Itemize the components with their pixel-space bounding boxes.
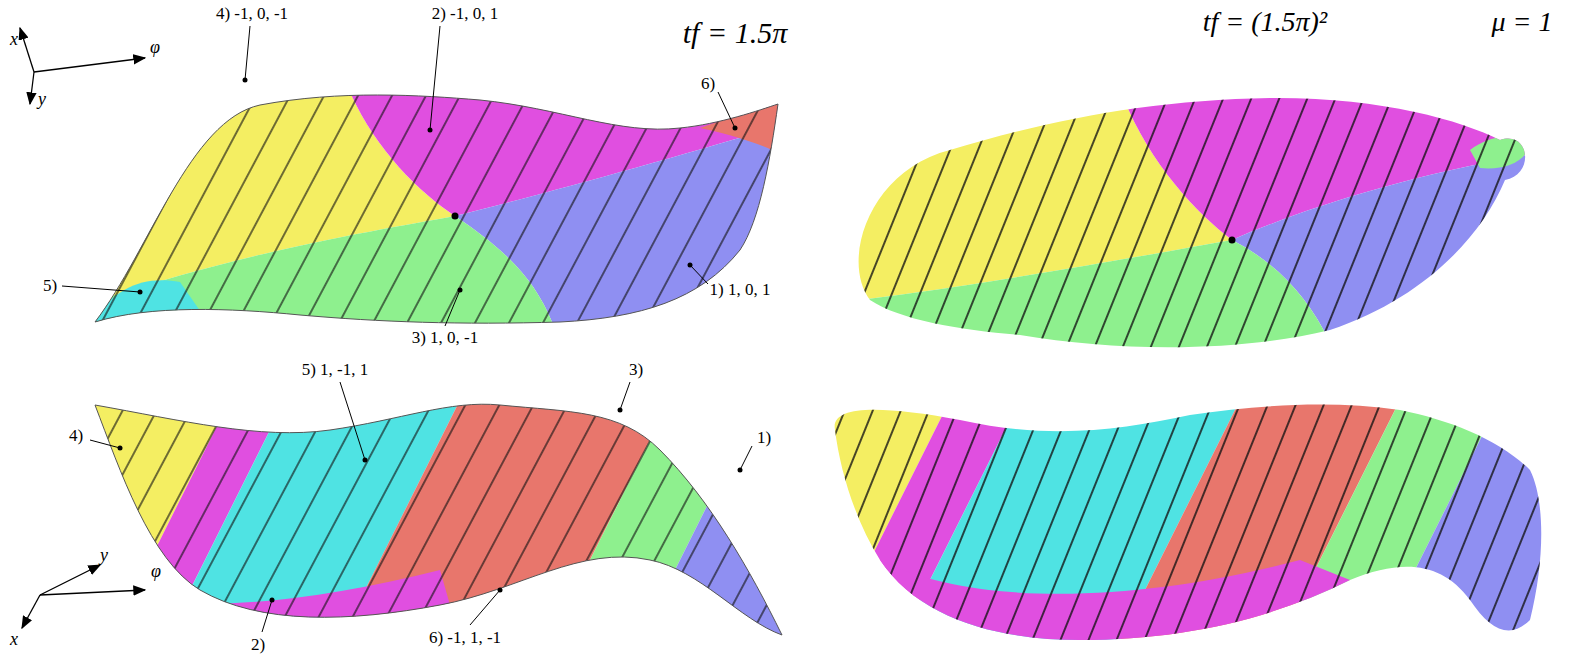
axis-label: x [10,30,18,50]
callout-label: 5) [43,277,57,296]
callout-label: 2) -1, 0, 1 [432,5,499,24]
axis-label: x [10,630,18,650]
axis-label: y [100,546,108,566]
callout-label: 4) [69,427,83,446]
callout-label: 1) 1, 0, 1 [710,281,771,300]
callout-label: 3) [629,361,643,380]
panel-title: tf = (1.5π)² [1203,7,1328,38]
callout-label: 6) -1, 1, -1 [429,629,501,648]
callout-label: 2) [251,636,265,655]
parameter-label: μ = 1 [1492,7,1553,38]
callout-label: 3) 1, 0, -1 [412,329,479,348]
axis-label: φ [151,562,161,582]
callout-label: 5) 1, -1, 1 [302,361,369,380]
callout-label: 1) [757,429,771,448]
panel-title: tf = 1.5π [683,16,787,49]
axis-label: y [38,90,46,110]
callout-label: 6) [701,75,715,94]
axis-label: φ [150,38,160,58]
callout-label: 4) -1, 0, -1 [216,5,288,24]
